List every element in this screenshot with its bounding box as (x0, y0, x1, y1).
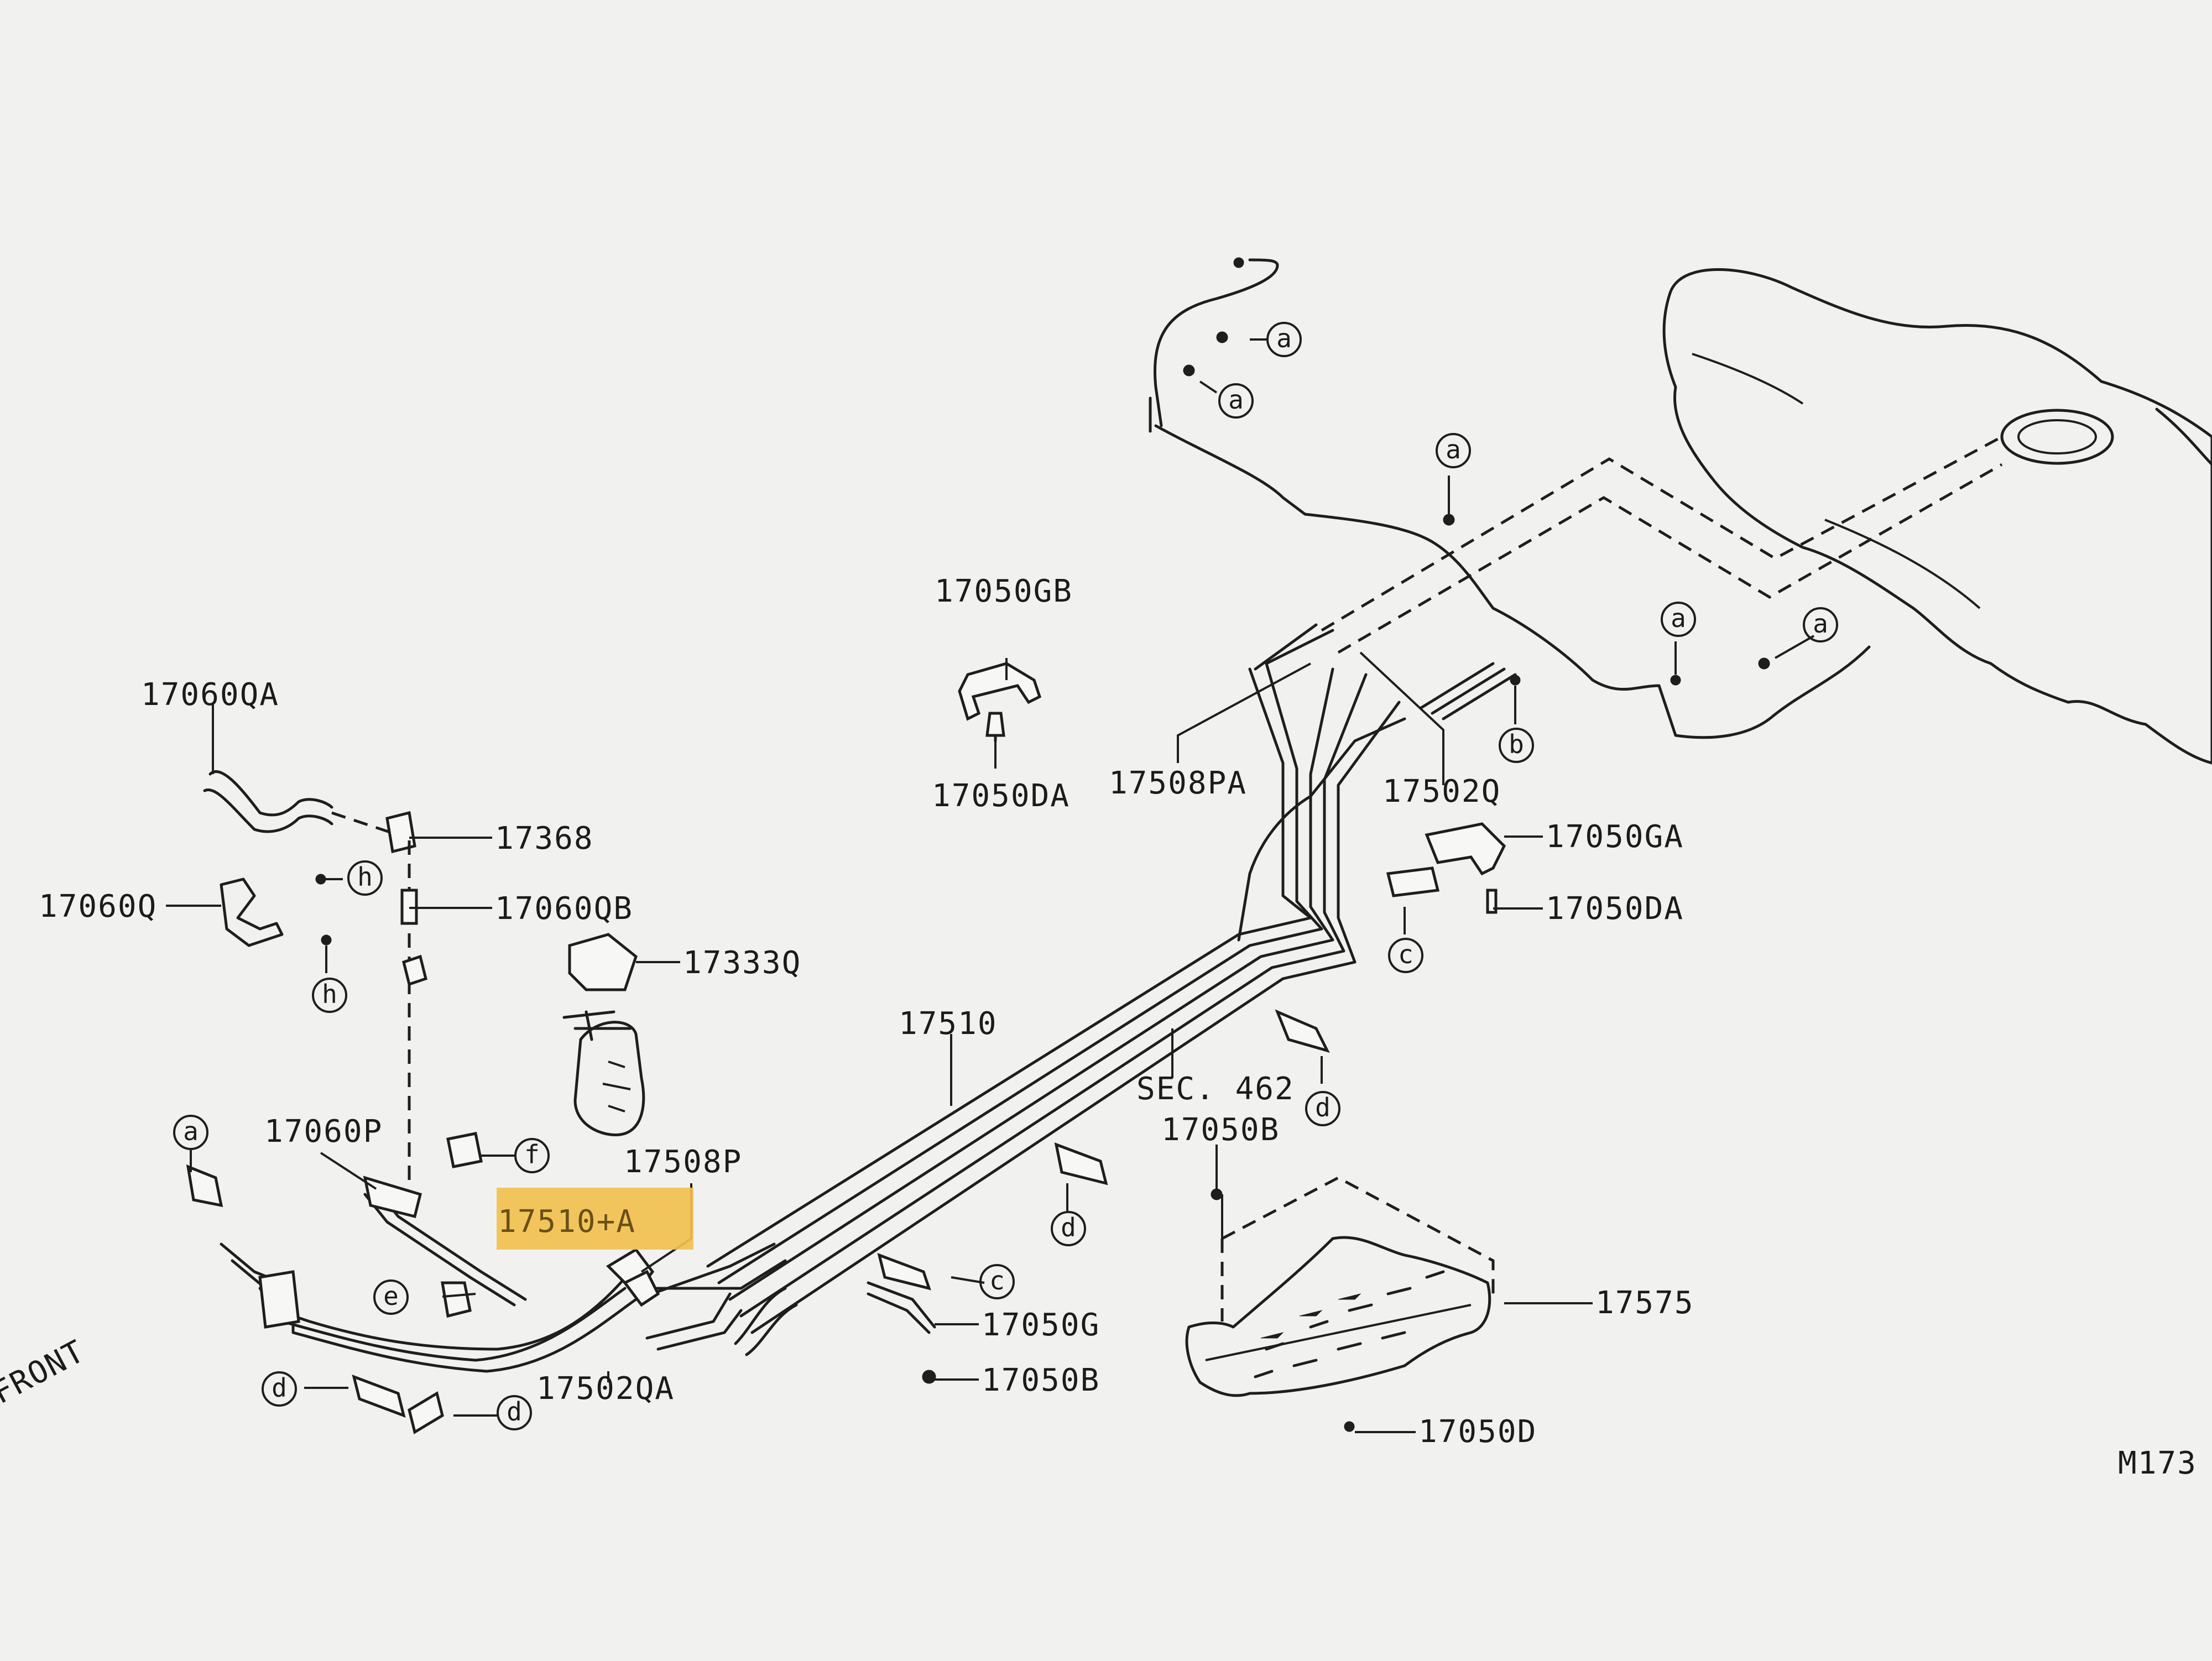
label-17502QA: 17502QA (536, 1371, 675, 1407)
under-shield-17575 (1185, 1176, 1495, 1397)
svg-text:a: a (183, 1116, 199, 1146)
clip-17050DA-right (1486, 889, 1498, 914)
clip-a-left (186, 1164, 223, 1208)
label-17508PA: 17508PA (1109, 765, 1247, 801)
svg-text:a: a (1813, 609, 1828, 639)
label-17050B-top: 17050B (1161, 1112, 1280, 1148)
callout-c-2: c (979, 1264, 1015, 1299)
callout-d-2: d (1051, 1211, 1086, 1246)
label-17060P: 17060P (264, 1114, 383, 1150)
clip-e (441, 1281, 472, 1318)
bracket-17050GB (958, 662, 1042, 721)
label-17333Q: 17333Q (683, 945, 801, 981)
callout-a-3: a (1436, 433, 1471, 468)
label-17575: 17575 (1595, 1285, 1694, 1321)
callout-d-1: d (1305, 1091, 1340, 1126)
label-17510: 17510 (899, 1006, 998, 1042)
label-17060Q: 17060Q (39, 889, 157, 924)
svg-text:d: d (1061, 1213, 1076, 1242)
callout-a-4: a (1661, 602, 1696, 637)
svg-text:c: c (989, 1266, 1005, 1296)
clip-d-left (352, 1374, 406, 1418)
evap-tube-upper (1154, 258, 1871, 739)
vapor-line-dashed-lower (1337, 463, 2003, 654)
callout-a-6: a (173, 1115, 208, 1150)
clip-17050DA-top (985, 712, 1005, 737)
callout-d-3: d (262, 1371, 297, 1407)
svg-text:a: a (1446, 435, 1461, 464)
callout-b-1: b (1499, 728, 1534, 763)
label-17050B-bottom: 17050B (982, 1362, 1100, 1398)
tube-end-upper (1233, 257, 1244, 268)
callout-e-1: e (373, 1279, 409, 1315)
svg-text:d: d (507, 1397, 522, 1427)
hose-17060QA (208, 770, 333, 817)
label-17508P: 17508P (624, 1144, 742, 1180)
callout-a-1: a (1266, 322, 1302, 357)
svg-text:f: f (524, 1140, 540, 1169)
clip-d-right (1275, 1009, 1330, 1053)
vapor-line-dashed-upper (1321, 435, 2003, 632)
label-17368: 17368 (495, 821, 594, 856)
svg-text:a: a (1671, 603, 1686, 633)
callout-c-1: c (1388, 938, 1423, 973)
label-17060QA: 17060QA (141, 677, 279, 713)
label-17050D: 17050D (1418, 1414, 1537, 1450)
label-17050DA-right: 17050DA (1546, 891, 1684, 927)
svg-text:a: a (1276, 323, 1292, 353)
svg-text:h: h (322, 979, 337, 1009)
leader-lines (166, 338, 1814, 1433)
label-page-ref: M173 (2118, 1445, 2197, 1481)
hose-17060Q (220, 877, 284, 947)
callout-a-2: a (1218, 383, 1254, 419)
svg-text:d: d (272, 1373, 287, 1403)
label-sec-462: SEC. 462 (1136, 1071, 1295, 1107)
svg-text:h: h (357, 862, 373, 892)
callout-f-1: f (514, 1138, 550, 1173)
svg-text:d: d (1315, 1093, 1331, 1122)
label-front: FRONT (0, 1333, 91, 1411)
fuel-tank (1662, 268, 2212, 765)
clip-d-mid (1054, 1142, 1108, 1185)
label-17060QB: 17060QB (495, 891, 633, 927)
label-17050DA-top: 17050DA (932, 778, 1070, 814)
clip-c-bottom (877, 1252, 931, 1291)
callout-d-4: d (497, 1395, 532, 1430)
svg-text:a: a (1228, 385, 1244, 415)
tube-bundle-main (706, 623, 1517, 1334)
fuel-filter (562, 933, 645, 1136)
callout-h-2: h (312, 978, 347, 1013)
label-17050GB: 17050GB (935, 573, 1073, 609)
label-17050G: 17050G (982, 1307, 1100, 1343)
tube-bundle-front (220, 1242, 798, 1373)
highlight-box (497, 1188, 693, 1250)
bracket-17050GA (1425, 822, 1506, 876)
label-17050GA: 17050GA (1546, 819, 1684, 855)
label-17510-plus-A-highlighted: 17510+A (498, 1204, 636, 1240)
svg-text:c: c (1398, 939, 1413, 969)
clip-f (446, 1132, 483, 1168)
svg-text:b: b (1509, 729, 1524, 759)
svg-text:e: e (383, 1281, 399, 1311)
label-17502Q: 17502Q (1383, 774, 1501, 809)
callout-a-5: a (1803, 607, 1838, 643)
callout-h-1: h (347, 860, 383, 896)
